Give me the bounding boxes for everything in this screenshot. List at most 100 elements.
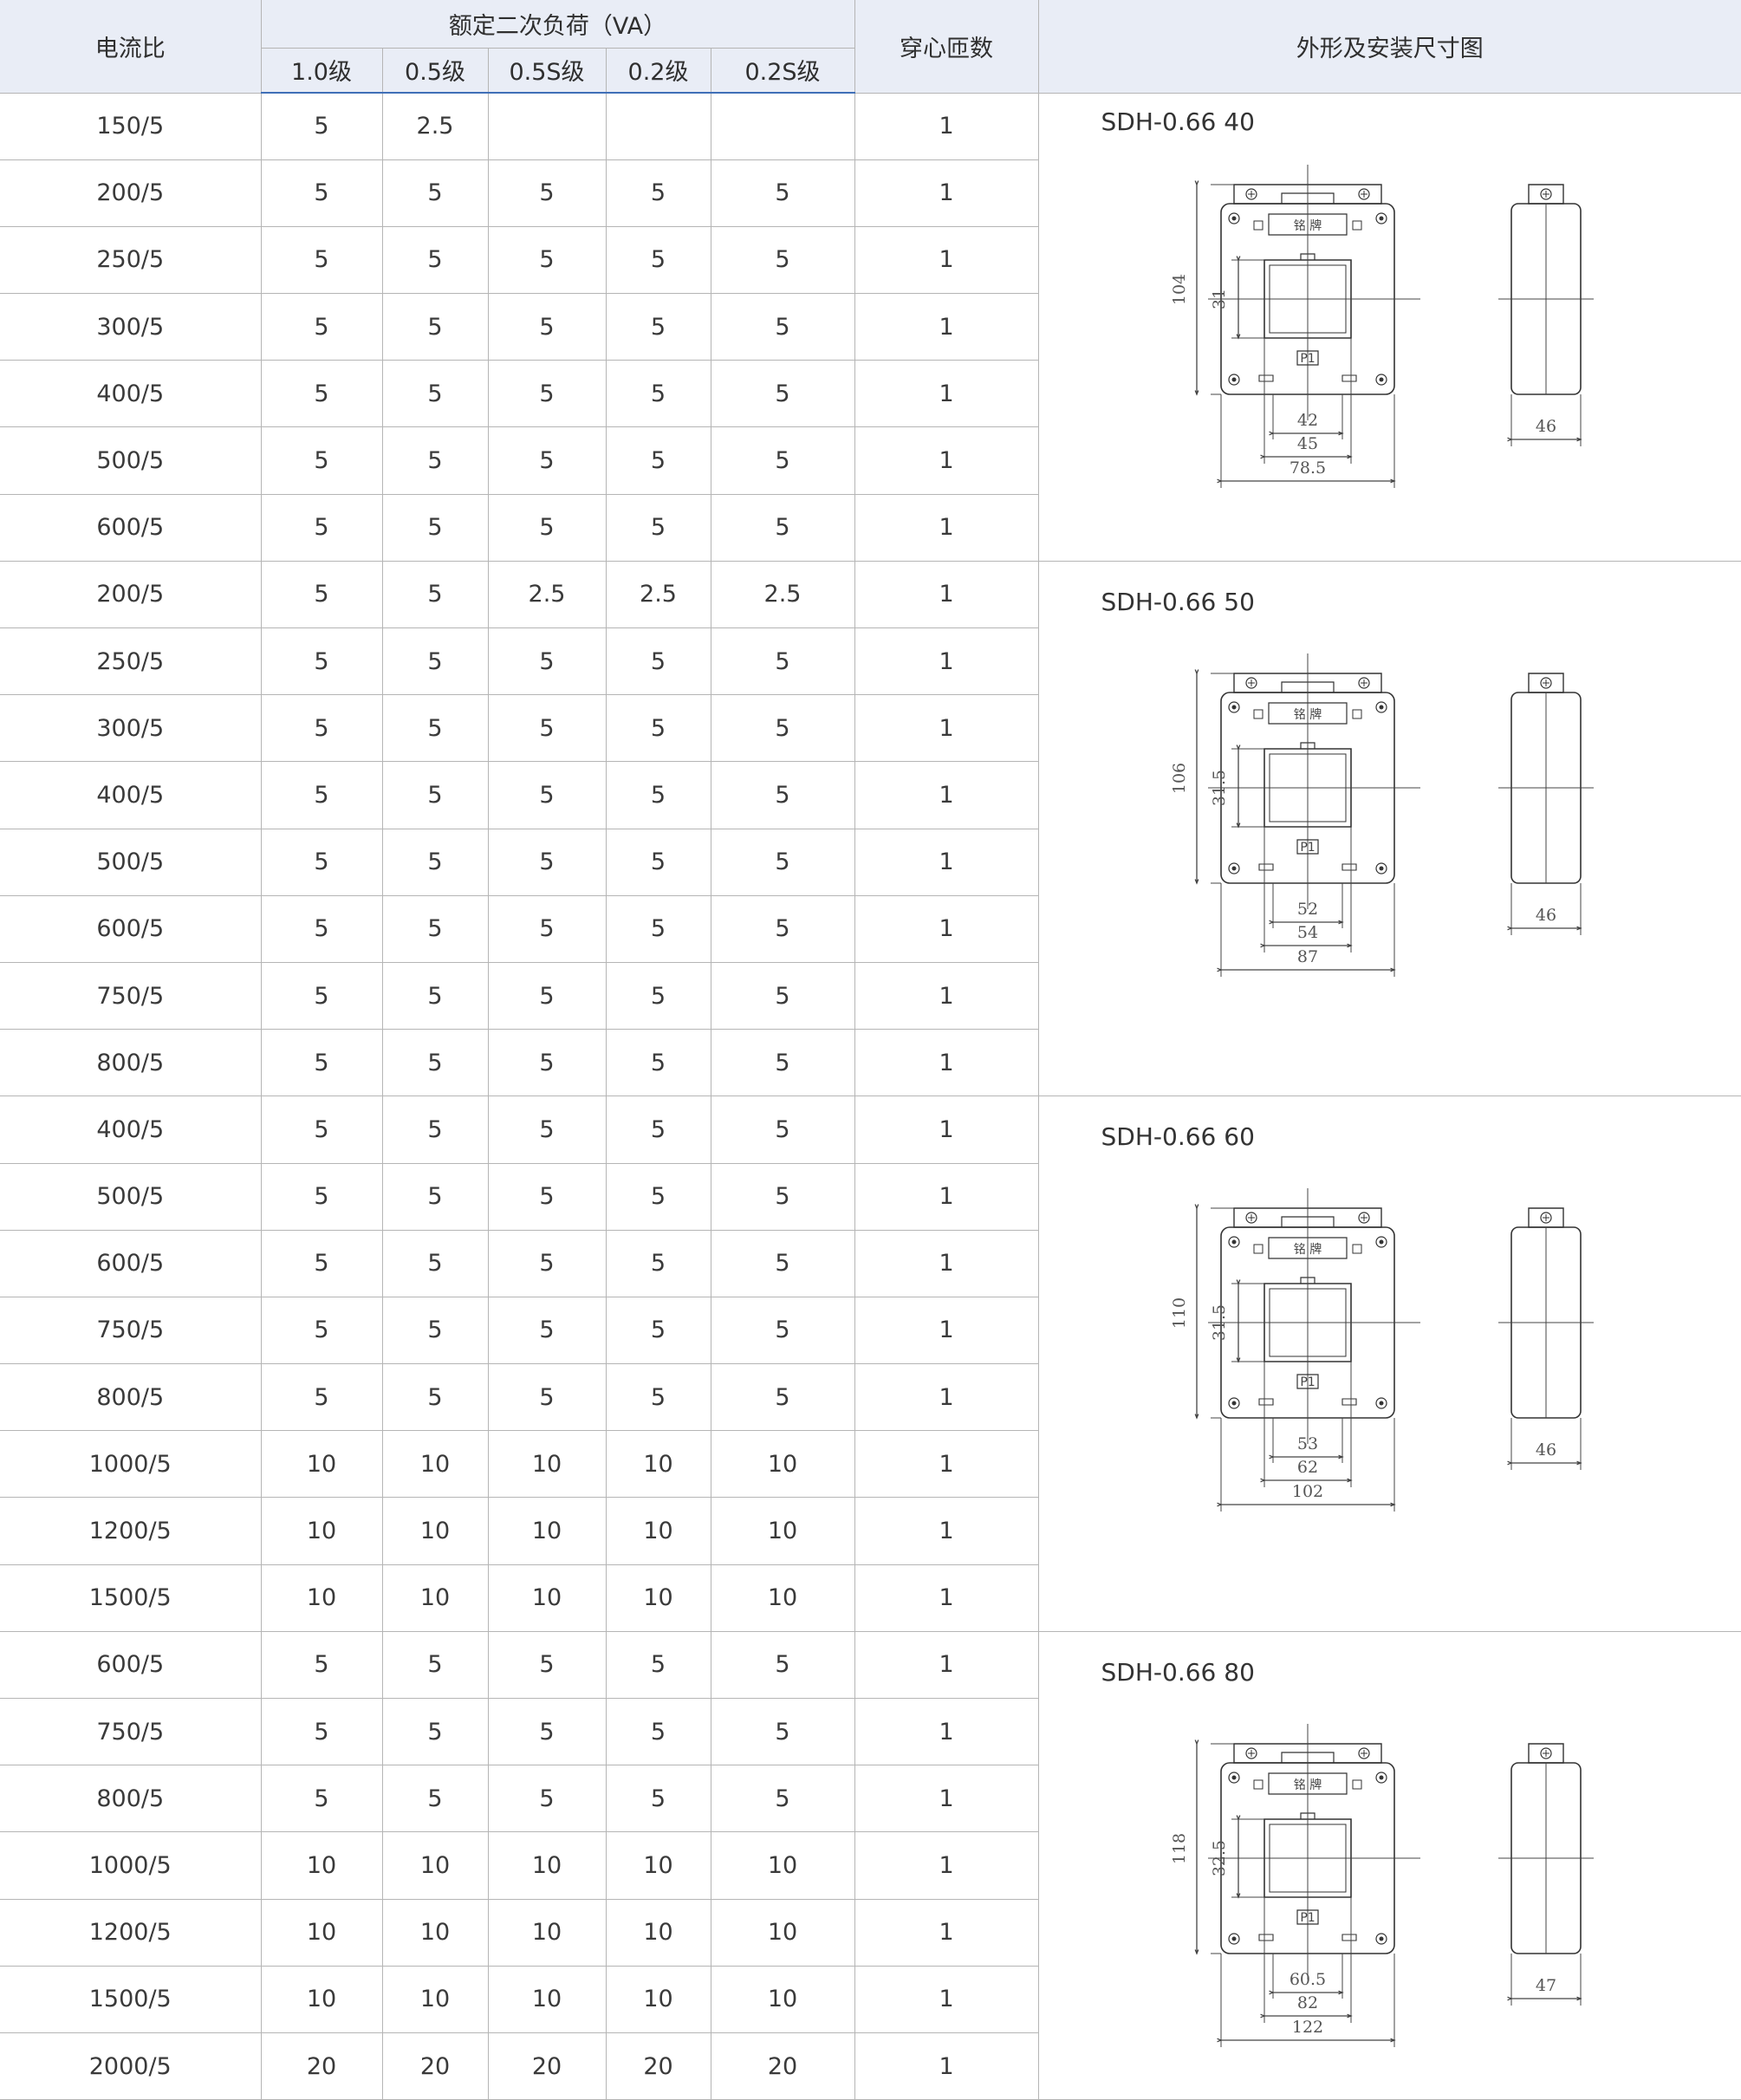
- burden-cell: 5: [487, 1630, 607, 1700]
- burden-cell: 10: [381, 1564, 489, 1632]
- burden-cell: 5: [487, 1296, 607, 1365]
- turns-cell: 1: [854, 1363, 1039, 1432]
- screw-icon: [1244, 677, 1257, 689]
- ratio-cell: 200/5: [0, 560, 262, 629]
- turns-cell: 1: [854, 225, 1039, 295]
- dim-depth: 46: [1535, 417, 1556, 436]
- burden-cell: 5: [381, 159, 489, 227]
- ratio-cell: 800/5: [0, 1765, 262, 1833]
- burden-cell: 5: [710, 1697, 855, 1766]
- burden-cell: 5: [381, 1029, 489, 1097]
- burden-cell: 5: [710, 627, 855, 696]
- burden-cell: 5: [381, 293, 489, 361]
- dim-height: 118: [1170, 1833, 1189, 1864]
- dim-width-2: 82: [1296, 1993, 1317, 2012]
- burden-cell: 10: [260, 1831, 383, 1900]
- burden-cell: 10: [487, 1831, 607, 1900]
- burden-cell: 5: [487, 1096, 607, 1164]
- burden-cell: 2.5: [487, 560, 607, 629]
- burden-cell: 10: [381, 1430, 489, 1499]
- turns-cell: 1: [854, 1096, 1039, 1164]
- ratio-cell: 600/5: [0, 1229, 262, 1297]
- screw-icon: [1357, 1747, 1370, 1759]
- screw-icon: [1539, 1747, 1552, 1759]
- header-turns: 穿心匝数: [854, 0, 1039, 94]
- p1-label: P1: [1300, 352, 1315, 366]
- turns-cell: 1: [854, 1765, 1039, 1833]
- ratio-cell: 600/5: [0, 493, 262, 562]
- burden-cell: 5: [487, 225, 607, 295]
- burden-cell: 20: [381, 2032, 489, 2100]
- ratio-cell: 800/5: [0, 1029, 262, 1097]
- burden-cell: 5: [487, 1162, 607, 1231]
- burden-cell: 20: [487, 2032, 607, 2100]
- ratio-cell: 1200/5: [0, 1898, 262, 1967]
- screw-icon: [1539, 677, 1552, 689]
- ratio-cell: 1500/5: [0, 1564, 262, 1632]
- slot-icon: [1342, 1934, 1356, 1941]
- burden-cell: 20: [260, 2032, 383, 2100]
- turns-cell: 1: [854, 694, 1039, 763]
- dim-width-3: 102: [1291, 1482, 1322, 1501]
- burden-cell: 5: [381, 360, 489, 428]
- p1-label: P1: [1300, 841, 1315, 855]
- burden-cell: 5: [260, 1363, 383, 1432]
- turns-cell: 1: [854, 1630, 1039, 1700]
- burden-cell: 5: [487, 293, 607, 361]
- burden-cell: 5: [260, 961, 383, 1030]
- burden-cell: 10: [710, 1965, 855, 2033]
- ratio-cell: 400/5: [0, 360, 262, 428]
- burden-cell: 20: [710, 2032, 855, 2100]
- ratio-cell: 250/5: [0, 627, 262, 696]
- dim-window: 32.5: [1210, 1840, 1229, 1876]
- burden-cell: 5: [260, 159, 383, 227]
- burden-cell: 5: [487, 894, 607, 963]
- burden-cell: 5: [487, 1029, 607, 1097]
- burden-cell: 10: [260, 1564, 383, 1632]
- mounting-hole-icon: [1227, 1772, 1240, 1784]
- slot-icon: [1342, 375, 1356, 381]
- burden-cell: 10: [710, 1497, 855, 1565]
- burden-cell: 10: [487, 1564, 607, 1632]
- burden-cell: 5: [260, 426, 383, 495]
- dim-width-1: 42: [1296, 411, 1317, 430]
- dim-depth: 46: [1535, 906, 1556, 925]
- model-label: SDH-0.66 50: [1101, 587, 1255, 616]
- turns-cell: 1: [854, 1430, 1039, 1499]
- model-label: SDH-0.66 80: [1101, 1657, 1255, 1687]
- turns-cell: 1: [854, 961, 1039, 1030]
- screw-icon: [1357, 187, 1370, 200]
- slot-icon: [1342, 864, 1356, 870]
- burden-cell: 5: [605, 293, 711, 361]
- dim-width-3: 87: [1296, 947, 1317, 966]
- burden-cell: 5: [605, 1229, 711, 1297]
- p1-label: P1: [1300, 1911, 1315, 1925]
- burden-cell: 5: [605, 360, 711, 428]
- ratio-cell: 500/5: [0, 828, 262, 896]
- burden-cell: 5: [605, 493, 711, 562]
- burden-cell: 10: [381, 1497, 489, 1565]
- burden-cell: 5: [487, 694, 607, 763]
- burden-cell: 10: [260, 1898, 383, 1967]
- burden-cell: 5: [710, 961, 855, 1030]
- slot-icon: [1259, 1399, 1273, 1405]
- burden-cell: 5: [381, 426, 489, 495]
- slot-icon: [1342, 1399, 1356, 1405]
- screw-icon: [1244, 1212, 1257, 1224]
- turns-cell: 1: [854, 828, 1039, 896]
- burden-cell: 5: [487, 493, 607, 562]
- dim-width-2: 62: [1296, 1458, 1317, 1477]
